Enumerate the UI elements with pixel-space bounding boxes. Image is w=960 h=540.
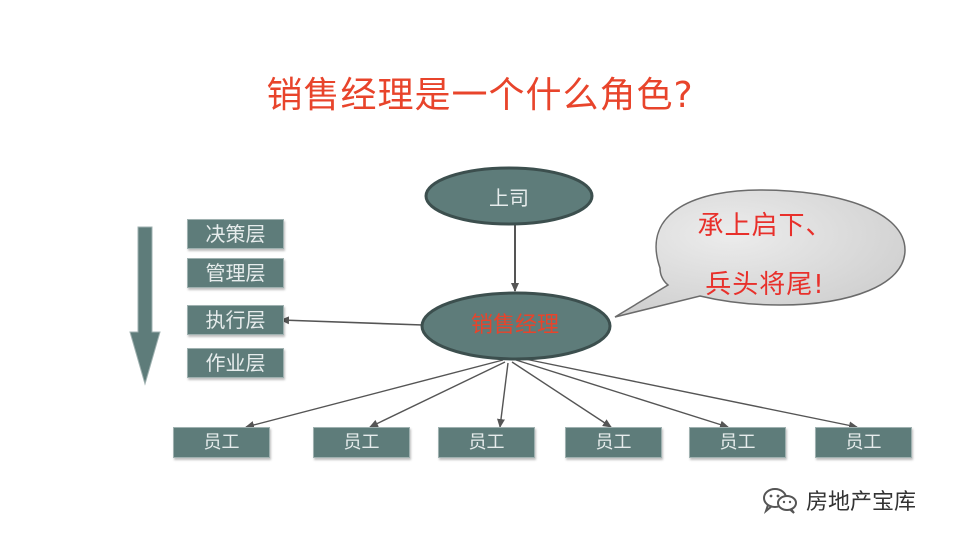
connector-manager-staff	[369, 361, 506, 428]
connector-manager-level	[280, 316, 424, 326]
manager-label: 销售经理	[470, 313, 559, 338]
watermark-text: 房地产宝库	[806, 490, 917, 515]
wechat-icon	[763, 488, 797, 515]
page-title: 销售经理是一个什么角色?	[266, 75, 694, 116]
staff-box: 员工	[438, 427, 535, 458]
connector-manager-staff	[497, 362, 509, 428]
watermark: 房地产宝库	[760, 485, 916, 515]
staff-box: 员工	[313, 427, 410, 458]
speech-bubble-line2: 兵头将尾!	[705, 270, 825, 300]
level-decision: 决策层	[187, 219, 284, 249]
staff-box: 员工	[815, 427, 912, 458]
connector-manager-staff	[519, 357, 858, 430]
staff-box: 员工	[689, 427, 786, 458]
boss-node	[424, 166, 594, 226]
level-management: 管理层	[187, 258, 284, 288]
connector-manager-staff	[515, 359, 729, 429]
level-execution: 执行层	[187, 305, 284, 335]
manager-node	[420, 291, 612, 361]
level-operation: 作业层	[187, 348, 284, 378]
staff-box: 员工	[565, 427, 662, 458]
hierarchy-down-arrow	[129, 226, 161, 386]
speech-bubble-line1: 承上启下、	[697, 211, 833, 241]
staff-box: 员工	[173, 427, 270, 458]
speech-bubble	[614, 189, 906, 318]
boss-label: 上司	[489, 186, 529, 210]
connector-manager-staff	[245, 359, 504, 429]
connector-manager-staff	[511, 361, 612, 428]
